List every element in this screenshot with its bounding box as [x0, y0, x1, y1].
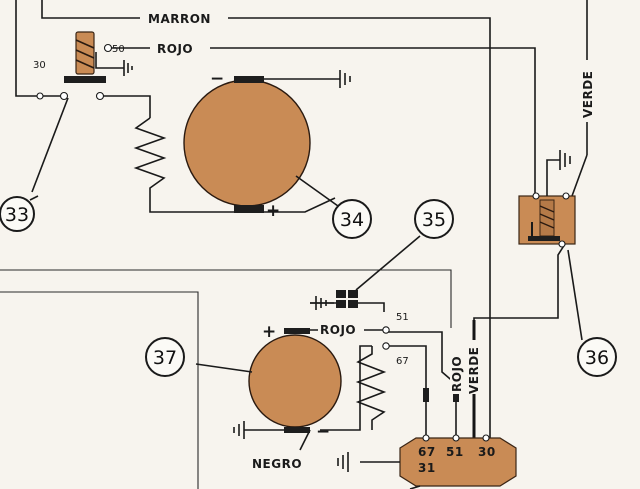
motor-body [183, 79, 311, 207]
connector-block [310, 235, 421, 350]
solenoid-contact-bar [64, 76, 106, 83]
callout-36-label: 36 [585, 347, 609, 369]
wire-rojo-top [108, 47, 536, 196]
regulator-label-30: 30 [478, 445, 496, 459]
gen-pos-brush [284, 328, 310, 334]
motor-neg-sign: − [210, 69, 224, 89]
callout-34: 34 [332, 199, 372, 239]
regulator-label-31: 31 [418, 461, 436, 475]
wire-label-negro: NEGRO [252, 457, 302, 471]
ground-symbol [559, 150, 571, 170]
ground-symbol [339, 70, 351, 88]
motor-neg-brush [234, 76, 264, 83]
ground-symbol [123, 60, 133, 76]
cutout-relay [518, 150, 583, 341]
callout-37: 37 [145, 337, 185, 377]
terminal-30-node [59, 91, 69, 101]
callout-36: 36 [577, 337, 617, 377]
solenoid-coil [75, 31, 95, 75]
terminal-label-30: 30 [33, 60, 46, 71]
terminal-label-50: 50 [112, 44, 125, 55]
gen-pos-sign: + [262, 322, 276, 342]
callout-35: 35 [414, 199, 454, 239]
motor-pos-sign: + [266, 201, 280, 221]
callout-33-label: 33 [5, 204, 29, 226]
wire-label-marron: MARRON [148, 12, 211, 26]
wire-label-rojo-mid: ROJO [320, 323, 356, 337]
terminal-switch-node [95, 91, 105, 101]
ground-symbol [337, 452, 349, 472]
ground-symbol [233, 421, 245, 439]
wire-label-verde-right: VERDE [581, 71, 595, 118]
inline-connector [423, 388, 429, 402]
terminal-label-67: 67 [396, 356, 409, 367]
terminal-left-node [36, 92, 44, 100]
regulator-housing [399, 437, 517, 487]
inline-connector [453, 388, 459, 402]
terminal-label-51: 51 [396, 312, 409, 323]
wire-starter-switch [31, 95, 244, 213]
gen-neg-brush [284, 427, 310, 433]
starter-coil-zigzag [133, 117, 167, 192]
wire-frame-lines [0, 269, 452, 489]
callout-33: 33 [0, 196, 35, 232]
regulator-label-67: 67 [418, 445, 436, 459]
starter-motor [183, 70, 351, 213]
motor-pos-brush [234, 205, 264, 213]
starter-solenoid [36, 31, 133, 101]
regulator-label-51: 51 [446, 445, 464, 459]
terminal-50-node [103, 43, 113, 53]
callout-34-label: 34 [340, 209, 364, 231]
wire-label-rojo-vertical: ROJO [450, 356, 464, 392]
wire-label-verde-vertical: VERDE [467, 347, 481, 394]
wire-label-rojo-top: ROJO [157, 42, 193, 56]
wire-marron [15, 0, 491, 438]
callout-37-label: 37 [153, 347, 177, 369]
generator-body [248, 334, 342, 428]
callout-35-label: 35 [422, 209, 446, 231]
gen-neg-sign: − [316, 422, 330, 442]
field-coil-zigzag [355, 346, 387, 430]
ground-symbol [310, 296, 334, 310]
voltage-regulator [337, 434, 517, 489]
generator [233, 328, 342, 451]
